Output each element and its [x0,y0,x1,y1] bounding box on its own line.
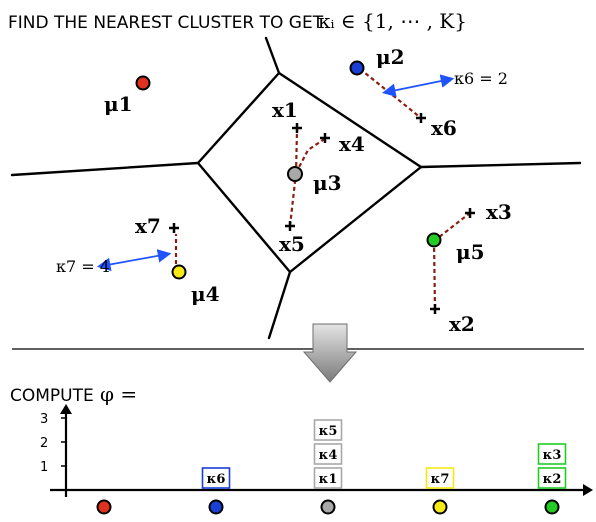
label-k6-eq: κ6 = 2 [454,69,508,88]
compute-title: COMPUTE [10,386,94,406]
bar-label-2-1: κ4 [319,448,338,463]
label-x4: x4 [339,132,365,156]
label-mu1: μ1 [104,92,133,116]
bar-box-1-0 [201,467,231,489]
bar-box-2-0 [313,467,343,489]
point-x7 [169,223,179,233]
y-tick-label-3: 3 [40,412,48,427]
centroid-mu2 [349,60,365,76]
bar-label-2-0: κ1 [319,472,338,487]
bar-label-4-0: κ2 [543,472,562,487]
label-x7: x7 [135,214,161,238]
label-x2: x2 [449,312,475,336]
down-arrow-icon [302,323,358,383]
label-mu2: μ2 [376,45,405,69]
point-x5 [285,221,295,231]
category-marker-0 [96,499,112,515]
bar-label-4-1: κ3 [543,448,562,463]
category-marker-3 [432,499,448,515]
label-x3: x3 [486,200,512,224]
category-marker-2 [320,499,336,515]
voronoi-boundaries [10,36,582,340]
bar-label-1-0: κ6 [207,472,226,487]
bar-label-2-2: κ5 [319,424,338,439]
point-x6 [416,113,426,123]
distance-arrow-k6 [382,74,455,97]
compute-formula: φ = [100,382,137,406]
centroid-mu5 [426,232,442,248]
point-x4 [320,133,330,143]
label-k7-eq: κ7 = 4 [56,257,110,276]
label-mu5: μ5 [456,240,485,264]
header-formula: κᵢ ∈ {1, ⋯ , K} [318,9,467,33]
centroid-mu3 [287,166,303,182]
category-marker-4 [544,499,560,515]
category-marker-1 [208,499,224,515]
point-x3 [465,208,475,218]
bar-box-3-0 [425,467,455,489]
point-x2 [430,304,440,314]
bar-box-4-0 [537,467,567,489]
chart-x-axis-arrowhead [583,484,593,496]
bar-box-2-1 [313,443,343,465]
y-tick-label-1: 1 [40,460,48,475]
y-tick-label-2: 2 [40,436,48,451]
label-x6: x6 [431,116,457,140]
bar-box-4-1 [537,443,567,465]
label-x5: x5 [279,232,305,256]
distance-arrow-k7 [96,249,172,272]
header-title: FIND THE NEAREST CLUSTER TO GET [8,13,324,33]
assignment-chart: 1 2 3 κ6 κ1 κ4 κ5 κ7 κ2 κ3 [40,412,567,515]
centroid-mu4 [171,264,187,280]
bar-label-3-0: κ7 [431,472,450,487]
chart-y-axis-arrowhead [60,404,72,414]
centroid-mu1 [135,75,151,91]
data-points [169,113,475,314]
point-x1 [292,123,302,133]
label-x1: x1 [272,98,298,122]
label-mu3: μ3 [313,171,342,195]
centroids [135,60,442,280]
bar-box-2-2 [313,419,343,441]
label-mu4: μ4 [191,282,220,306]
